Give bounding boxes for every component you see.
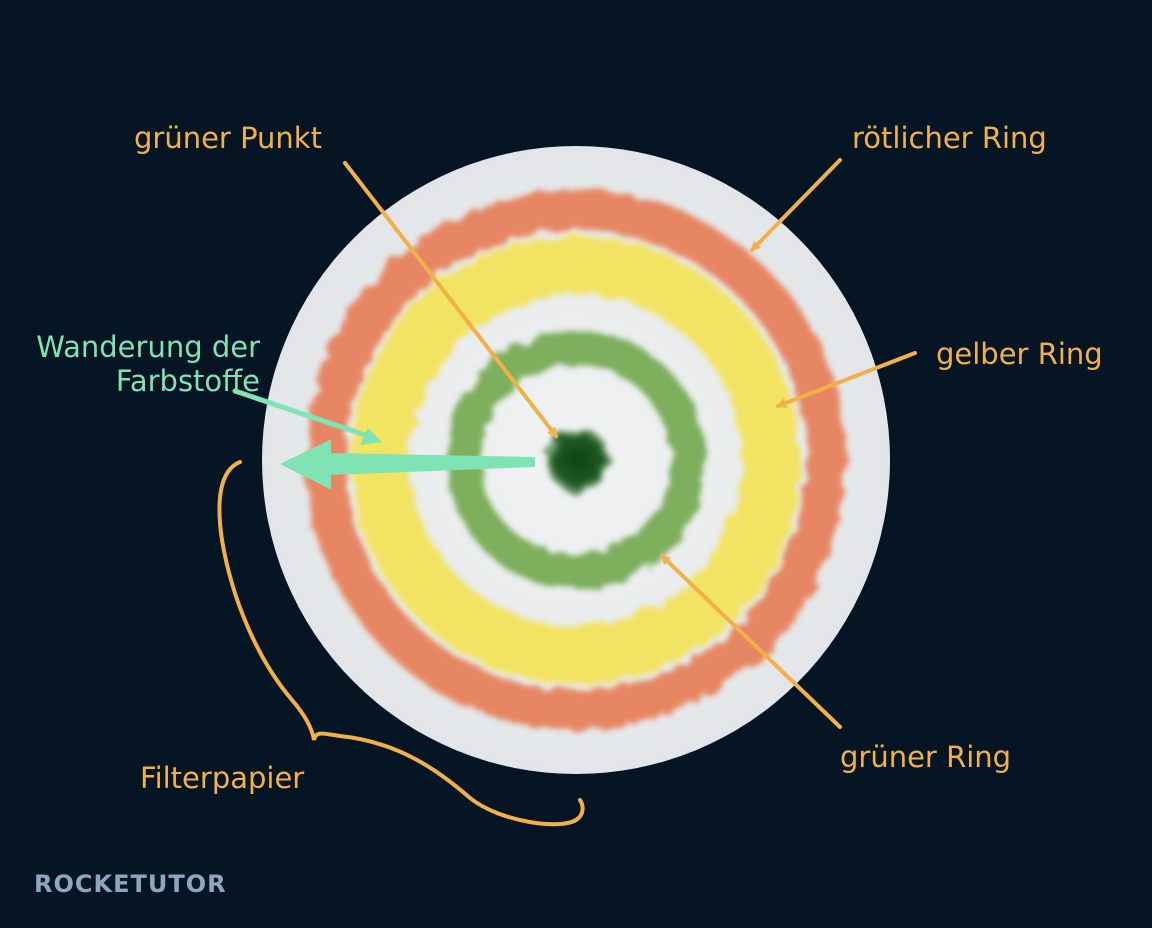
arrow-roetlicher-ring [750, 158, 842, 252]
filterpapier-brace [217, 460, 585, 827]
label-gelber-ring: gelber Ring [936, 337, 1103, 371]
arrow-gelber-ring [776, 351, 917, 408]
green-dot [546, 428, 610, 492]
arrow-wanderung-pointer-head [360, 428, 382, 445]
brand-logo: ROCKETUTOR [34, 870, 227, 898]
migration-arrows [232, 388, 535, 489]
arrow-gruener-punkt [343, 161, 558, 438]
label-gruener-punkt: grüner Punkt [134, 121, 322, 155]
arrow-gruener-ring [660, 554, 842, 729]
label-roetlicher-ring: rötlicher Ring [852, 121, 1047, 155]
label-wanderung-der-farbstoffe: Wanderung der Farbstoffe [36, 330, 260, 398]
annotation-arrows [343, 158, 917, 729]
label-gruener-ring: grüner Ring [840, 740, 1012, 774]
arrow-wanderung-pointer [232, 388, 371, 439]
arrow-migration-big [281, 440, 535, 489]
label-filterpapier: Filterpapier [140, 761, 305, 795]
